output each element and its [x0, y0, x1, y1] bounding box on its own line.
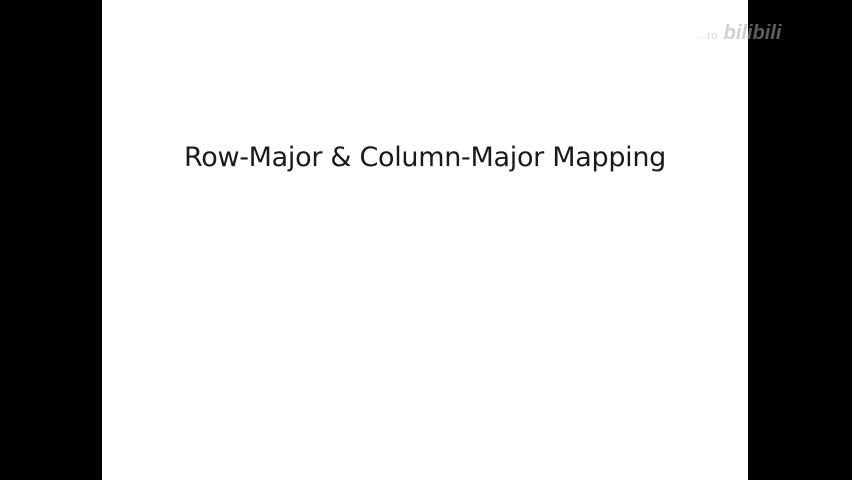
- bilibili-logo: bilibili: [723, 22, 782, 44]
- slide: Row-Major & Column-Major Mapping: [102, 0, 748, 480]
- slide-title: Row-Major & Column-Major Mapping: [183, 142, 667, 173]
- watermark-uploader: ...ro: [697, 28, 718, 42]
- watermark: ...ro bilibili: [697, 22, 781, 45]
